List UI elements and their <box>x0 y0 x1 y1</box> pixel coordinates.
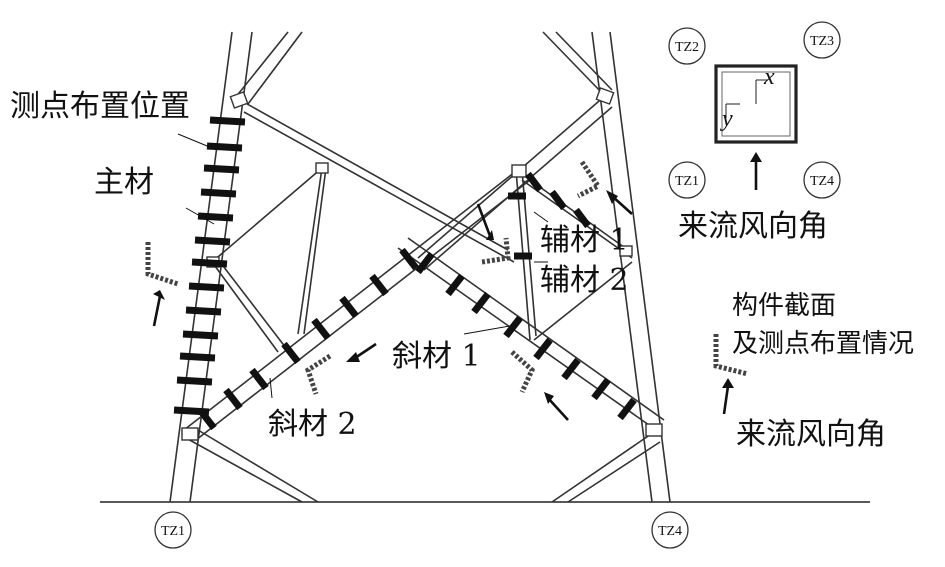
tz1-top-label: TZ1 <box>675 174 699 189</box>
tz2-top-circle <box>668 27 706 65</box>
wind-arrows <box>152 152 762 421</box>
angle-section-symbols <box>145 160 749 395</box>
measure-points-main <box>173 116 246 416</box>
label-diagonal-2: 斜材 2 <box>268 407 357 442</box>
tz3-top-circle <box>803 21 841 59</box>
tz4-bottom-label: TZ4 <box>658 524 682 539</box>
top-bracing <box>234 31 613 105</box>
tz2-top-label: TZ2 <box>675 40 699 55</box>
gusset-plates <box>181 87 663 441</box>
diagonal-member-1 <box>397 237 665 431</box>
tz4-top-label: TZ4 <box>810 174 834 189</box>
label-measure-position: 测点布置位置 <box>10 89 190 124</box>
label-wind-angle-bottom: 来流风向角 <box>736 417 886 452</box>
lower-bracing <box>185 429 661 503</box>
measure-points-diagonal-2 <box>197 247 419 431</box>
diagonal-member-2 <box>183 167 531 441</box>
label-aux-member-1: 辅材 1 <box>540 223 629 258</box>
label-main-member: 主材 <box>94 165 154 200</box>
axis-x-label: x <box>763 64 775 90</box>
leader-lines <box>177 133 549 399</box>
measure-points-aux-1 <box>508 171 591 260</box>
leg-markers <box>154 21 841 549</box>
tz1-bottom-label: TZ1 <box>161 524 185 539</box>
label-diagonal-1: 斜材 1 <box>392 339 481 374</box>
tz1-bottom-circle <box>154 511 192 549</box>
label-wind-angle-top: 来流风向角 <box>678 209 828 244</box>
tz1-top-circle <box>668 161 706 199</box>
measure-points-diagonal-1 <box>415 251 637 421</box>
tz4-bottom-circle <box>651 511 689 549</box>
label-section-title-line2: 及测点布置情况 <box>732 329 914 359</box>
tz3-top-label: TZ3 <box>810 34 834 49</box>
label-aux-member-2: 辅材 2 <box>540 263 629 298</box>
label-section-title-line1: 构件截面 <box>732 291 836 321</box>
axis-y-label: y <box>720 106 733 132</box>
aux-bracing-left <box>211 167 327 353</box>
cross-section-diagram <box>714 64 798 144</box>
tz4-top-circle <box>803 161 841 199</box>
